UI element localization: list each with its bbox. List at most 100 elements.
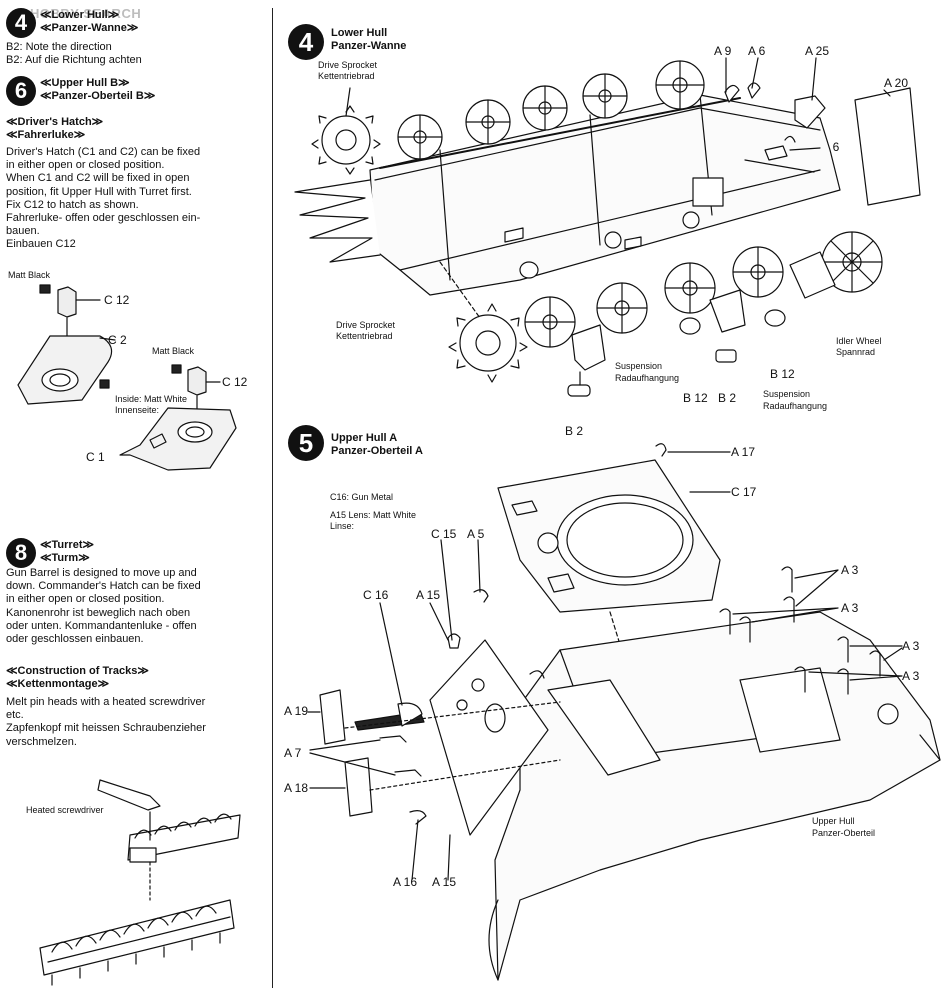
label-drive-sprocket-1: Drive Sprocket: [318, 60, 378, 70]
label-a5: A 5: [467, 527, 485, 541]
label-matt-black-1: Matt Black: [8, 270, 51, 280]
idler-wheel-icon: [789, 231, 883, 299]
label-panzer-oberteil: Panzer-Oberteil: [812, 828, 876, 838]
step-4-subtitle: ≪Panzer-Wanne≫: [40, 22, 139, 34]
screwdriver-icon: [97, 779, 161, 811]
part-a7: [379, 735, 422, 777]
step-6-badge: 6: [6, 76, 36, 106]
label-a9-top: A 9: [714, 44, 732, 58]
label-linse: Linse:: [330, 521, 355, 531]
step-4-badge: 4: [6, 8, 36, 38]
label-c16-note: C16: Gun Metal: [330, 492, 394, 502]
step-8-badge: 8: [6, 538, 36, 568]
part-a3-staples: [719, 566, 903, 695]
step-6-title: ≪Upper Hull B≫: [40, 77, 130, 89]
part-a5: [473, 589, 489, 603]
label-a25: A 25: [805, 44, 830, 58]
suspension-unit-left: [524, 282, 648, 397]
lower-hull-drawing: [294, 57, 921, 397]
part-c12-top: [57, 286, 77, 318]
part-a16: [409, 810, 427, 825]
label-a3-2: A 3: [841, 601, 859, 615]
label-b12-b: B 12: [770, 367, 795, 381]
front-plate: [429, 639, 549, 836]
step-8-title: ≪Turret≫: [40, 539, 94, 551]
column-divider: [272, 8, 273, 988]
upper-hull-body: [494, 611, 941, 981]
label-c2: C 2: [108, 333, 127, 347]
label-c12-a: C 12: [104, 293, 130, 307]
label-a6-top: A 6: [748, 44, 766, 58]
watermark: HOBBY SEARCH: [30, 6, 142, 21]
part-a20: [854, 87, 921, 206]
label-idler-wheel: Idler Wheel: [836, 336, 882, 346]
label-spannrad: Spannrad: [836, 347, 876, 357]
step-4-note-en: B2: Note the direction: [6, 41, 112, 53]
label-c17: C 17: [731, 485, 757, 499]
label-suspension-2: Suspension: [763, 389, 811, 399]
label-drive-sprocket-2: Drive Sprocket: [336, 320, 396, 330]
label-b2-a: B 2: [718, 391, 737, 405]
driver-hatch-drawing: [17, 284, 237, 471]
tracks-title: ≪Construction of Tracks≫: [6, 665, 149, 677]
step-8-subtitle: ≪Turm≫: [40, 552, 90, 564]
part-a25: [794, 95, 826, 129]
label-a19: A 19: [284, 704, 309, 718]
label-heated-screwdriver: Heated screwdriver: [26, 805, 104, 815]
road-wheels-back: [397, 60, 705, 160]
label-suspension-1: Suspension: [615, 361, 663, 371]
lower-hull-title: Lower Hull: [331, 27, 388, 39]
label-b12-a: B 12: [683, 391, 708, 405]
paint-dot-matt-black-1: [39, 284, 51, 294]
step-6-subtitle: ≪Panzer-Oberteil B≫: [40, 90, 156, 102]
part-a19: [319, 689, 346, 745]
hatch-title: ≪Driver's Hatch≫: [6, 116, 104, 128]
label-radaufhangung-1: Radaufhangung: [615, 373, 680, 383]
lower-hull-subtitle: Panzer-Wanne: [331, 40, 407, 52]
label-a16: A 16: [393, 875, 418, 889]
label-matt-black-2: Matt Black: [152, 346, 195, 356]
label-a3-3: A 3: [902, 639, 920, 653]
step-4-note-de: B2: Auf die Richtung achten: [6, 54, 142, 66]
hatch-subtitle: ≪Fahrerluke≫: [6, 129, 86, 141]
label-c16: C 16: [363, 588, 389, 602]
label-radaufhangung-2: Radaufhangung: [763, 401, 828, 411]
label-a18: A 18: [284, 781, 309, 795]
suspension-unit-right: [664, 246, 786, 363]
label-b2-b: B 2: [565, 424, 584, 438]
label-a7: A 7: [284, 746, 302, 760]
label-a20: A 20: [884, 76, 909, 90]
part-c12-bottom: [187, 366, 207, 396]
lower-hull-step-badge: 4: [288, 24, 324, 60]
track-construction-drawing: [39, 779, 241, 986]
part-a17: [655, 443, 667, 457]
label-a17: A 17: [731, 445, 756, 459]
drive-sprocket-top-icon: [311, 87, 381, 175]
label-inside: Inside: Matt White: [115, 394, 188, 404]
label-c12-b: C 12: [222, 375, 248, 389]
label-c15: C 15: [431, 527, 457, 541]
paint-dot-matt-black-2: [99, 379, 110, 389]
upper-hull-subtitle: Panzer-Oberteil A: [331, 445, 423, 457]
label-a15-top: A 15: [416, 588, 441, 602]
drive-sprocket-bottom-icon: [439, 261, 528, 383]
label-a15-note: A15 Lens: Matt White: [330, 510, 417, 520]
part-c15: [484, 703, 506, 733]
label-kettentriebrad-1: Kettentriebrad: [318, 71, 375, 81]
label-innenseite: Innenseite:: [115, 405, 160, 415]
label-a3-4: A 3: [902, 669, 920, 683]
tracks-instructions: Melt pin heads with a heated screwdriver…: [6, 696, 206, 748]
part-a15-lens: [447, 633, 461, 649]
label-kettentriebrad-2: Kettentriebrad: [336, 331, 393, 341]
step-4-title: ≪Lower Hull≫: [40, 9, 120, 21]
part-a18: [344, 757, 373, 817]
label-a15-bottom: A 15: [432, 875, 457, 889]
upper-hull-drawing: [307, 443, 941, 981]
upper-hull-title: Upper Hull A: [331, 432, 398, 444]
label-upper-hull: Upper Hull: [812, 816, 855, 826]
label-a3-1: A 3: [841, 563, 859, 577]
tracks-subtitle: ≪Kettenmontage≫: [6, 678, 110, 690]
paint-dot-matt-black-3: [171, 364, 182, 374]
